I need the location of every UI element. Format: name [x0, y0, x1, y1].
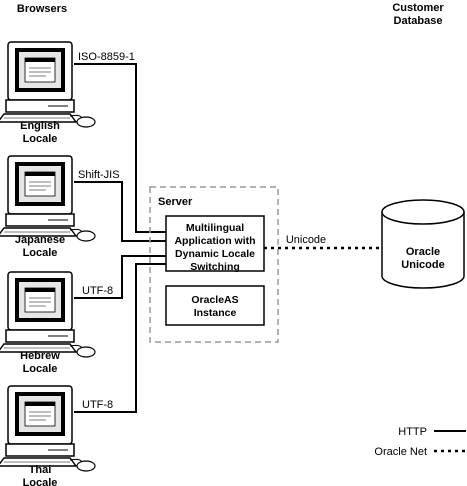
- customer-database-heading-line1: Customer: [392, 2, 444, 14]
- server-boundary: [149, 186, 279, 343]
- encoding-label-english: ISO-8859-1: [78, 51, 135, 63]
- http-line-japanese: [74, 181, 166, 242]
- legend-http-label: HTTP: [398, 426, 427, 438]
- instance-box-line1: OracleAS: [191, 294, 238, 306]
- application-box-line3: Dynamic Locale: [175, 248, 255, 260]
- encoding-label-hebrew: UTF-8: [82, 285, 113, 297]
- application-box-line2: Application with: [174, 235, 255, 247]
- database-label-line2: Unicode: [401, 259, 444, 271]
- http-connections: [74, 63, 166, 413]
- computer-hebrew-icon: [0, 271, 96, 358]
- instance-box-line2: Instance: [194, 307, 237, 319]
- client-hebrew-locale-line1: Hebrew: [20, 350, 60, 362]
- application-box-line1: Multilingual: [186, 222, 244, 234]
- client-thai-locale-line2: Locale: [23, 477, 58, 486]
- database-label-line1: Oracle: [406, 246, 440, 258]
- browsers-heading: Browsers: [17, 3, 67, 15]
- database-cylinder-icon: [381, 199, 465, 289]
- http-line-hebrew: [74, 255, 166, 299]
- connection-label: Unicode: [286, 234, 326, 246]
- http-line-thai: [74, 263, 166, 413]
- http-line-english: [74, 63, 166, 233]
- application-box: [165, 215, 265, 272]
- client-thai-locale-line1: Thai: [29, 464, 52, 476]
- server-label: Server: [158, 196, 193, 208]
- encoding-label-thai: UTF-8: [82, 399, 113, 411]
- oracleas-instance-box: [165, 285, 265, 326]
- encoding-label-japanese: Shift-JIS: [78, 169, 120, 181]
- application-box-line4: Switching: [190, 261, 240, 273]
- client-hebrew-locale-line2: Locale: [23, 363, 58, 375]
- client-english-locale-line2: Locale: [23, 133, 58, 145]
- legend-oracle-net-label: Oracle Net: [374, 446, 427, 458]
- computer-thai-icon: [0, 385, 96, 472]
- client-japanese-locale-line1: Japanese: [15, 234, 65, 246]
- client-english-locale-line1: English: [20, 120, 60, 132]
- customer-database-heading-line2: Database: [394, 15, 443, 27]
- client-japanese-locale-line2: Locale: [23, 247, 58, 259]
